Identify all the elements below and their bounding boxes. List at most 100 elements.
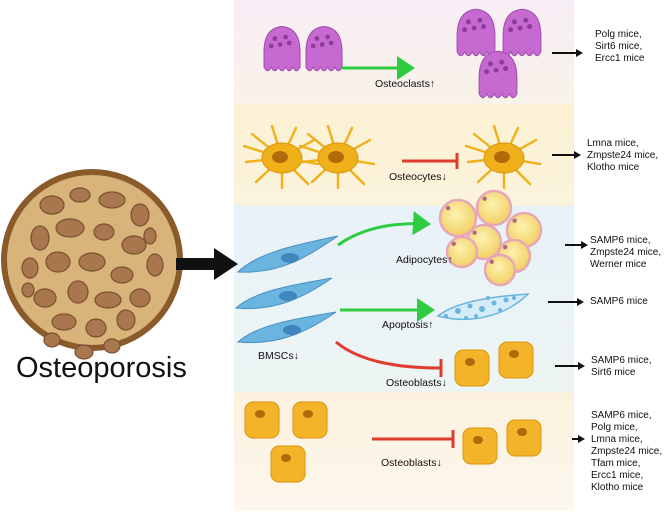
list-item: Polg mice, xyxy=(591,422,638,433)
bmsc-cells xyxy=(234,235,339,344)
bone-pore xyxy=(33,288,57,308)
osteoblast-cell xyxy=(244,401,280,439)
mouse-list-osteocytes: Lmna mice, Zmpste24 mice, Klotho mice xyxy=(587,138,658,174)
osteocyte-cell xyxy=(464,124,542,190)
label-adipocytes: Adipocytes↑ xyxy=(396,254,453,266)
list-arrow xyxy=(572,435,585,443)
bone-pore xyxy=(121,235,147,255)
arrow-adipocytes-increase xyxy=(337,211,431,247)
bone-pore xyxy=(39,195,65,215)
osteoblast-cell xyxy=(506,419,542,457)
bone-pore xyxy=(143,227,157,245)
list-item: Ercc1 mice xyxy=(595,53,645,64)
bone-pore xyxy=(116,309,136,331)
adipocyte-cell xyxy=(445,235,479,269)
bone-pore xyxy=(45,251,71,273)
label-osteoclasts: Osteoclasts↑ xyxy=(375,78,436,90)
osteoblast-cell xyxy=(292,401,328,439)
bone-pore xyxy=(98,191,126,209)
list-item: Sirt6 mice xyxy=(591,367,636,378)
list-item: SAMP6 mice xyxy=(590,296,648,307)
arrow-osteoblasts-decrease xyxy=(372,430,455,448)
bone-pore xyxy=(146,253,164,277)
label-bmscs: BMSCs↓ xyxy=(258,350,299,362)
bone-pore xyxy=(93,223,115,241)
list-item: Klotho mice xyxy=(591,482,644,493)
mouse-list-apoptosis: SAMP6 mice xyxy=(590,296,648,308)
list-arrow xyxy=(552,151,581,159)
mouse-list-osteoblasts: SAMP6 mice, Polg mice, Lmna mice, Zmpste… xyxy=(591,410,662,494)
bone-pore xyxy=(43,332,61,348)
list-item: Werner mice xyxy=(590,259,647,270)
main-arrow xyxy=(176,248,238,280)
osteoclast-cell xyxy=(305,25,343,72)
mouse-list-adipocytes: SAMP6 mice, Zmpste24 mice, Werner mice xyxy=(590,235,661,271)
list-arrow xyxy=(548,298,584,306)
list-arrow xyxy=(555,362,585,370)
osteoblast-cells-baseline xyxy=(244,401,328,483)
adipocyte-cells xyxy=(438,189,543,287)
mouse-list-osteoblasts-bmsc: SAMP6 mice, Sirt6 mice xyxy=(591,355,652,379)
osteoblast-cell xyxy=(498,341,534,379)
label-osteoblasts: Osteoblasts↓ xyxy=(381,457,442,469)
list-item: Klotho mice xyxy=(587,162,640,173)
bone-pore xyxy=(85,318,107,338)
arrow-osteocytes-decrease xyxy=(402,153,459,169)
bone-pore xyxy=(30,225,50,251)
effect-arrows xyxy=(335,56,459,448)
list-item: Zmpste24 mice, xyxy=(590,247,662,258)
list-arrow xyxy=(565,241,588,249)
label-osteoblasts-bmsc: Osteoblasts↓ xyxy=(386,377,447,389)
list-item: Zmpste24 mice, xyxy=(587,150,659,161)
label-apoptosis: Apoptosis↑ xyxy=(382,319,434,331)
osteoblast-cell xyxy=(270,445,306,483)
bone-pore xyxy=(51,313,77,331)
osteocyte-cell xyxy=(242,124,320,190)
list-item: Sirt6 mice, xyxy=(595,41,643,52)
osteoclast-cell xyxy=(263,25,301,72)
adipocyte-cell xyxy=(475,189,513,227)
osteocyte-cells xyxy=(242,124,542,190)
bone-pore xyxy=(21,282,35,298)
list-item: Lmna mice, xyxy=(591,434,643,445)
bone-pore xyxy=(67,280,89,304)
osteoclast-cell xyxy=(456,8,496,57)
list-item: Zmpste24 mice, xyxy=(591,446,663,457)
list-item: SAMP6 mice, xyxy=(591,410,652,421)
osteoblast-cells-bmsc xyxy=(454,341,534,387)
osteoclast-cell xyxy=(502,8,542,57)
bone-pore xyxy=(103,338,121,354)
page-title: Osteoporosis xyxy=(16,352,187,384)
osteoclast-cell xyxy=(478,50,518,99)
apoptotic-cell xyxy=(436,293,530,320)
adipocyte-cell xyxy=(438,198,478,238)
bone-pore xyxy=(55,218,85,238)
osteoblast-cell xyxy=(454,349,490,387)
list-arrow xyxy=(552,49,583,57)
osteoblast-cell xyxy=(462,427,498,465)
list-item: Ercc1 mice, xyxy=(591,470,644,481)
bone-pore xyxy=(94,291,122,309)
adipocyte-cell xyxy=(483,253,517,287)
list-arrows xyxy=(548,49,588,443)
bone-pore xyxy=(130,203,150,227)
bone-pore xyxy=(78,252,106,272)
bone-icon xyxy=(1,169,183,360)
list-item: Polg mice, xyxy=(595,29,642,40)
list-item: SAMP6 mice, xyxy=(590,235,651,246)
bone-pore xyxy=(129,288,151,308)
label-osteocytes: Osteocytes↓ xyxy=(389,171,447,183)
osteocyte-cell xyxy=(298,124,376,190)
mouse-list-osteoclasts: Polg mice, Sirt6 mice, Ercc1 mice xyxy=(595,29,644,65)
list-item: SAMP6 mice, xyxy=(591,355,652,366)
osteoblast-cells-reduced xyxy=(462,419,542,465)
arrow-osteoblasts-bmsc-decrease xyxy=(335,340,443,377)
list-item: Tfam mice, xyxy=(591,458,641,469)
osteoclast-cells xyxy=(263,8,542,99)
list-item: Lmna mice, xyxy=(587,138,639,149)
bone-pore xyxy=(74,344,94,360)
bone-pore xyxy=(69,187,91,203)
bone-pore xyxy=(110,266,134,284)
